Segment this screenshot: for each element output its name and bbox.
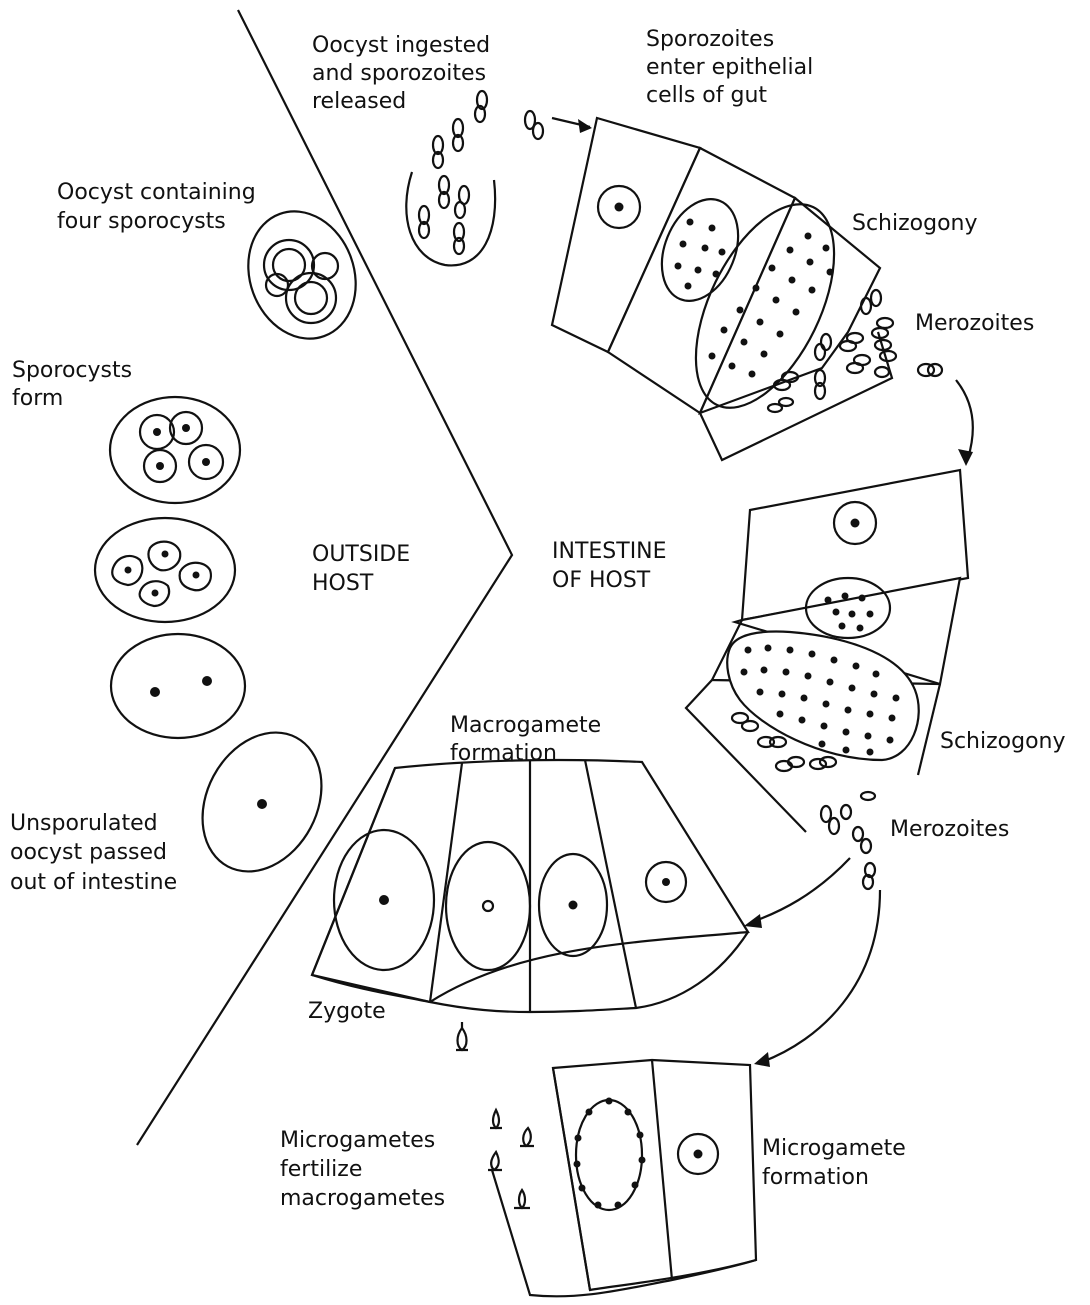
epithelium-band-macrogamete — [312, 760, 748, 1012]
label-sporozoites-enter: Sporozoites enter epithelial cells of gu… — [646, 27, 813, 108]
svg-text:and sporozoites: and sporozoites — [312, 61, 486, 86]
epithelium-band-1 — [552, 118, 892, 460]
label-merozoites-1: Merozoites — [915, 311, 1034, 336]
microgamete-near-zygote — [456, 1022, 468, 1050]
svg-text:form: form — [12, 386, 63, 411]
label-zygote: Zygote — [308, 999, 386, 1024]
svg-text:OUTSIDE: OUTSIDE — [312, 542, 410, 567]
oocyst-four-sporocysts — [231, 196, 373, 354]
svg-text:Microgamete: Microgamete — [762, 1136, 906, 1161]
svg-text:oocyst passed: oocyst passed — [10, 840, 167, 865]
svg-text:Unsporulated: Unsporulated — [10, 811, 158, 836]
svg-text:Sporocysts: Sporocysts — [12, 358, 132, 383]
epithelium-band-2 — [686, 470, 968, 832]
arrow-to-microgamete — [762, 890, 880, 1062]
svg-text:fertilize: fertilize — [280, 1157, 362, 1182]
dividing-oocyst — [95, 518, 235, 622]
label-macrogamete-formation: Macrogamete formation — [450, 713, 601, 766]
label-oocyst-ingested: Oocyst ingested and sporozoites released — [312, 33, 490, 114]
svg-text:cells of gut: cells of gut — [646, 83, 767, 108]
ingested-oocyst — [406, 91, 543, 265]
arrow-merozoites-to-band-2 — [956, 380, 973, 458]
arrow-head — [754, 1052, 770, 1067]
label-microgametes-fertilize: Microgametes fertilize macrogametes — [280, 1128, 445, 1211]
svg-text:Oocyst ingested: Oocyst ingested — [312, 33, 490, 58]
svg-text:enter epithelial: enter epithelial — [646, 55, 813, 80]
two-nuclei-oocyst — [111, 634, 245, 738]
svg-text:Microgametes: Microgametes — [280, 1128, 435, 1153]
label-intestine-of-host: INTESTINE OF HOST — [552, 539, 667, 593]
svg-text:formation: formation — [450, 741, 557, 766]
unsporulated-oocyst — [179, 712, 345, 893]
svg-text:Macrogamete: Macrogamete — [450, 713, 601, 738]
label-schizogony-1: Schizogony — [852, 211, 978, 236]
svg-text:INTESTINE: INTESTINE — [552, 539, 667, 564]
svg-text:Oocyst containing: Oocyst containing — [57, 180, 256, 205]
label-outside-host: OUTSIDE HOST — [312, 542, 410, 596]
label-unsporulated-oocyst: Unsporulated oocyst passed out of intest… — [10, 811, 177, 895]
svg-text:out of intestine: out of intestine — [10, 870, 177, 895]
svg-text:HOST: HOST — [312, 571, 374, 596]
free-microgametes — [488, 1110, 534, 1208]
svg-text:four sporocysts: four sporocysts — [57, 209, 226, 234]
sporocysts-forming-oocyst — [110, 397, 240, 503]
svg-text:formation: formation — [762, 1165, 869, 1190]
label-microgamete-formation: Microgamete formation — [762, 1136, 906, 1190]
sporozoites-cluster — [419, 91, 543, 254]
svg-text:released: released — [312, 89, 406, 114]
arrow-to-macrogamete — [752, 858, 850, 922]
label-merozoites-2: Merozoites — [890, 817, 1009, 842]
svg-text:macrogametes: macrogametes — [280, 1186, 445, 1211]
label-oocyst-four-sporocysts: Oocyst containing four sporocysts — [57, 180, 256, 234]
label-sporocysts-form: Sporocysts form — [12, 358, 132, 411]
svg-text:OF HOST: OF HOST — [552, 568, 651, 593]
svg-text:Sporozoites: Sporozoites — [646, 27, 774, 52]
epithelium-band-microgamete — [492, 1060, 756, 1296]
label-schizogony-2: Schizogony — [940, 729, 1066, 754]
arrow-head — [744, 914, 762, 928]
